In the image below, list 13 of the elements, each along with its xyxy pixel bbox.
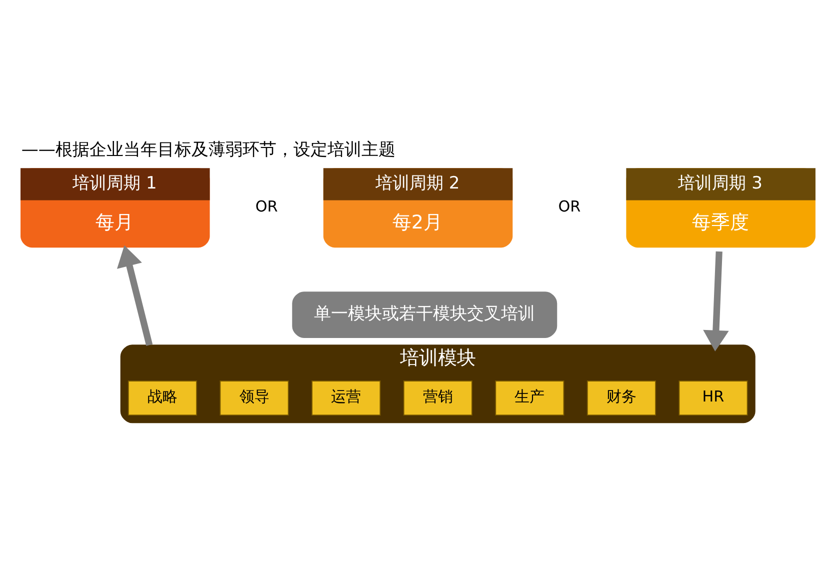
arrow	[703, 251, 729, 352]
node-box: 营销	[403, 380, 472, 416]
arrow	[117, 245, 153, 346]
node-box: 生产	[495, 380, 564, 416]
label: OR	[558, 197, 581, 216]
node-box: 财务	[586, 380, 656, 416]
diagram-title: ——根据企业当年目标及薄弱环节，设定培训主题	[21, 140, 396, 160]
node-box: 单一模块或若干模块交叉培训	[292, 292, 558, 338]
node-box: HR	[678, 380, 748, 416]
node-box: 战略	[128, 380, 198, 416]
node-box: 运营	[312, 380, 381, 416]
node-box: 领导	[220, 380, 289, 416]
label: OR	[255, 197, 278, 216]
